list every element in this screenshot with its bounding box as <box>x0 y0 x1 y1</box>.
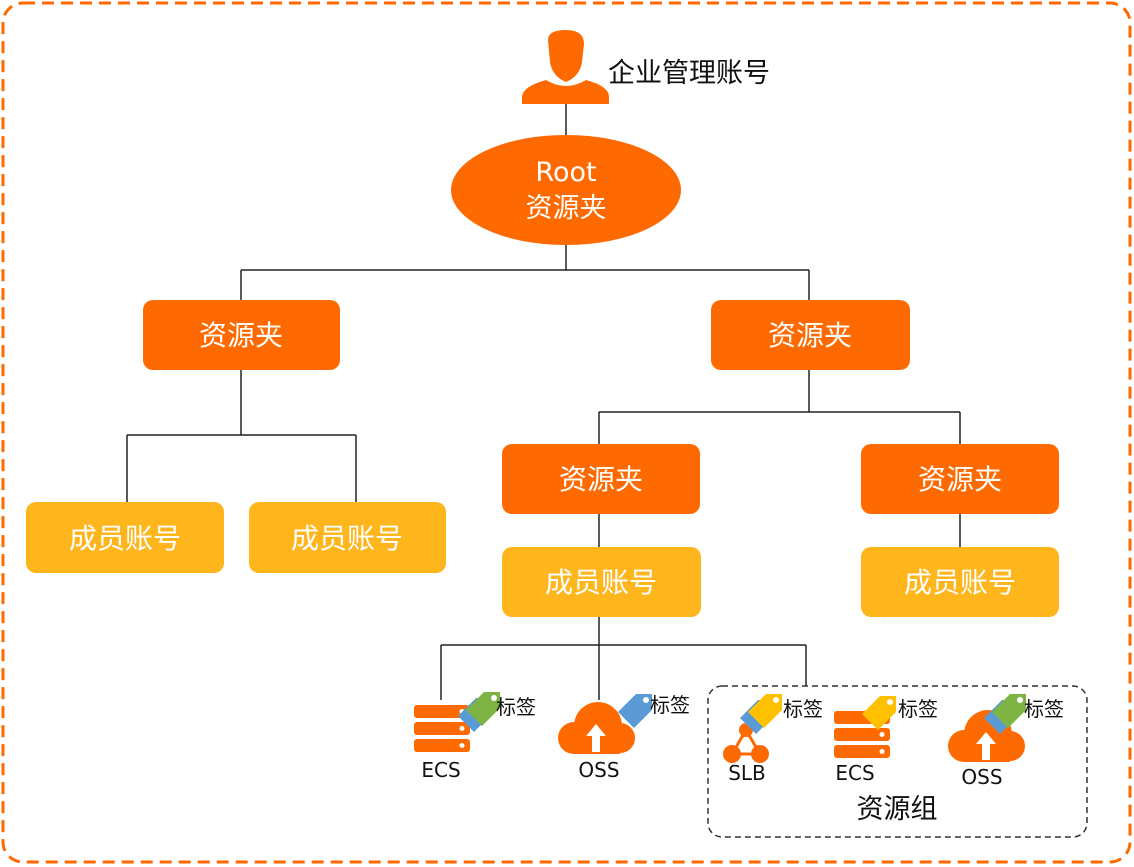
product-label: SLB <box>728 761 766 785</box>
tag-label: 标签 <box>783 697 823 721</box>
product-label: OSS <box>578 758 619 782</box>
product-label: ECS <box>421 758 460 782</box>
group-ecs: 标签 ECS <box>834 696 938 785</box>
root-folder: Root 资源夹 <box>451 135 681 245</box>
resource-group-label: 资源组 <box>857 794 938 825</box>
root-subtitle: 资源夹 <box>526 193 607 224</box>
member-label: 成员账号 <box>69 522 181 555</box>
enterprise-account: 企业管理账号 <box>522 30 770 104</box>
subfolder-left: 资源夹 <box>502 444 700 514</box>
server-icon <box>414 705 470 752</box>
folder-label: 资源夹 <box>199 319 283 352</box>
folder-left: 资源夹 <box>143 300 340 370</box>
member-account-1: 成员账号 <box>26 502 224 573</box>
tag-label: 标签 <box>1024 697 1064 721</box>
member-label: 成员账号 <box>545 566 657 599</box>
group-slb: 标签 SLB <box>721 694 823 785</box>
connector-lines <box>126 104 961 700</box>
group-oss: 标签 OSS <box>948 694 1064 789</box>
enterprise-account-label: 企业管理账号 <box>608 58 770 89</box>
tag-label: 标签 <box>898 697 938 721</box>
member-account-3: 成员账号 <box>502 547 701 617</box>
tag-label: 标签 <box>650 693 690 717</box>
folder-label: 资源夹 <box>559 463 643 496</box>
product-label: ECS <box>835 761 874 785</box>
member-account-4: 成员账号 <box>861 547 1059 617</box>
folder-right: 资源夹 <box>711 300 910 370</box>
product-label: OSS <box>961 765 1002 789</box>
tag-icon <box>618 694 652 728</box>
member-account-2: 成员账号 <box>249 502 446 573</box>
subfolder-right: 资源夹 <box>861 444 1059 514</box>
folder-label: 资源夹 <box>918 463 1002 496</box>
root-title: Root <box>535 157 596 188</box>
product-ecs: 标签 ECS <box>414 692 536 782</box>
member-label: 成员账号 <box>291 522 403 555</box>
tag-icon <box>862 696 896 730</box>
person-icon <box>522 30 609 104</box>
folder-label: 资源夹 <box>768 319 852 352</box>
product-oss: 标签 OSS <box>558 693 690 782</box>
slb-icon <box>721 721 771 765</box>
member-label: 成员账号 <box>904 566 1016 599</box>
tag-label: 标签 <box>496 695 536 719</box>
resource-group: 标签 SLB 标签 ECS 标签 OSS 资源组 <box>707 685 1088 838</box>
